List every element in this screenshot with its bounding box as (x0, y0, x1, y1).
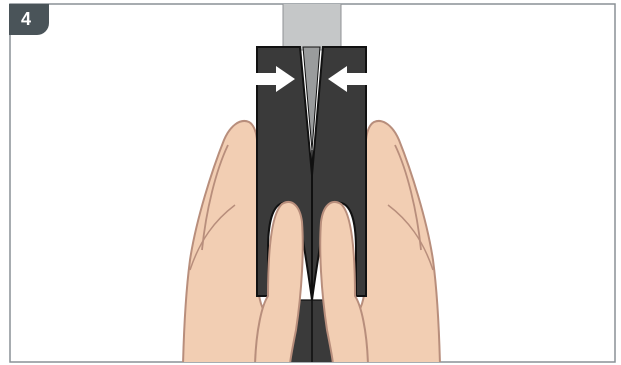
metal-rod (283, 0, 341, 50)
step-number-badge: 4 (9, 4, 49, 35)
